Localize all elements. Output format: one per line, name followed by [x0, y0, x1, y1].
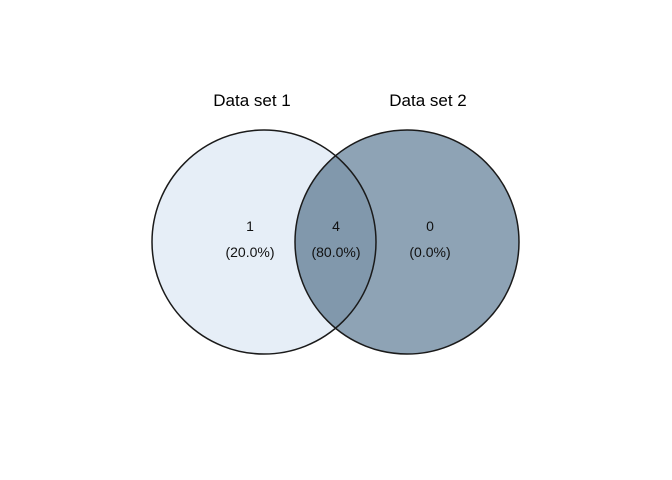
venn-circle-set2-outline [294, 129, 520, 355]
region-count-intersection: 4 [332, 218, 340, 234]
venn-intersection-group [295, 130, 519, 354]
region-percent-set1-only: (20.0%) [225, 244, 274, 260]
region-count-set1-only: 1 [246, 218, 254, 234]
region-percent-intersection: (80.0%) [311, 244, 360, 260]
set-title-2: Data set 2 [389, 91, 467, 110]
set-title-1: Data set 1 [213, 91, 291, 110]
region-count-set2-only: 0 [426, 218, 434, 234]
venn-circle-set1-outline [151, 129, 377, 355]
region-percent-set2-only: (0.0%) [409, 244, 450, 260]
venn-intersection-region[interactable] [295, 130, 519, 354]
